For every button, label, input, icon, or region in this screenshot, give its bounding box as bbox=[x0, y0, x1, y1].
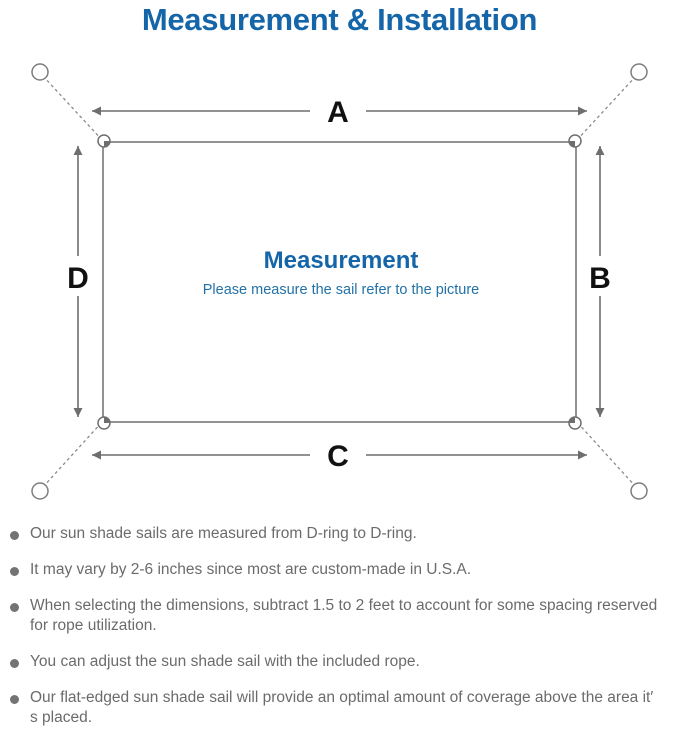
rope-line-bottom-right bbox=[575, 420, 637, 488]
list-item-text: Our sun shade sails are measured from D-… bbox=[30, 525, 417, 542]
page-title: Measurement & Installation bbox=[141, 2, 538, 37]
list-item-text: Our flat-edged sun shade sail will provi… bbox=[30, 689, 654, 726]
dimension-label-a: A bbox=[327, 96, 349, 129]
list-item: It may vary by 2-6 inches since most are… bbox=[0, 560, 679, 580]
sail-diagram: A C D B Measurement Please measure the s… bbox=[0, 46, 679, 511]
rope-line-bottom-left bbox=[42, 420, 104, 488]
sail-body bbox=[102, 141, 577, 423]
bottom-left-anchor bbox=[31, 482, 49, 500]
dimension-label-b: B bbox=[589, 262, 611, 295]
list-item: Our flat-edged sun shade sail will provi… bbox=[0, 688, 679, 728]
rope-lines bbox=[42, 75, 637, 488]
bullet-icon bbox=[10, 695, 19, 704]
list-item-text: When selecting the dimensions, subtract … bbox=[30, 597, 658, 634]
list-item-text: You can adjust the sun shade sail with t… bbox=[30, 653, 420, 670]
bullet-icon bbox=[10, 603, 19, 612]
top-right-anchor bbox=[630, 63, 648, 81]
list-item: When selecting the dimensions, subtract … bbox=[0, 596, 679, 636]
sail-diagram-svg: A C D B Measurement Please measure the s… bbox=[31, 63, 648, 500]
top-right-d-ring-wedge bbox=[569, 141, 575, 147]
diagram-center-heading: Measurement bbox=[264, 247, 419, 274]
bullet-icon bbox=[10, 531, 19, 540]
top-left-anchor bbox=[31, 63, 49, 81]
list-item: Our sun shade sails are measured from D-… bbox=[0, 524, 679, 544]
rope-line-top-left bbox=[42, 75, 104, 142]
dimension-label-c: C bbox=[327, 440, 349, 473]
rope-line-top-right bbox=[575, 75, 637, 142]
bullet-icon bbox=[10, 659, 19, 668]
d-ring-wedges bbox=[104, 141, 575, 423]
notes-list: Our sun shade sails are measured from D-… bbox=[0, 524, 679, 744]
bottom-left-d-ring-wedge bbox=[104, 417, 110, 423]
diagram-center-subtext: Please measure the sail refer to the pic… bbox=[203, 282, 479, 298]
list-item: You can adjust the sun shade sail with t… bbox=[0, 652, 679, 672]
list-item-text: It may vary by 2-6 inches since most are… bbox=[30, 561, 472, 578]
dimension-label-d: D bbox=[67, 262, 89, 295]
bottom-right-anchor bbox=[630, 482, 648, 500]
top-left-d-ring-wedge bbox=[104, 141, 110, 147]
bottom-right-d-ring-wedge bbox=[569, 417, 575, 423]
anchor-points bbox=[31, 63, 648, 500]
bullet-icon bbox=[10, 567, 19, 576]
